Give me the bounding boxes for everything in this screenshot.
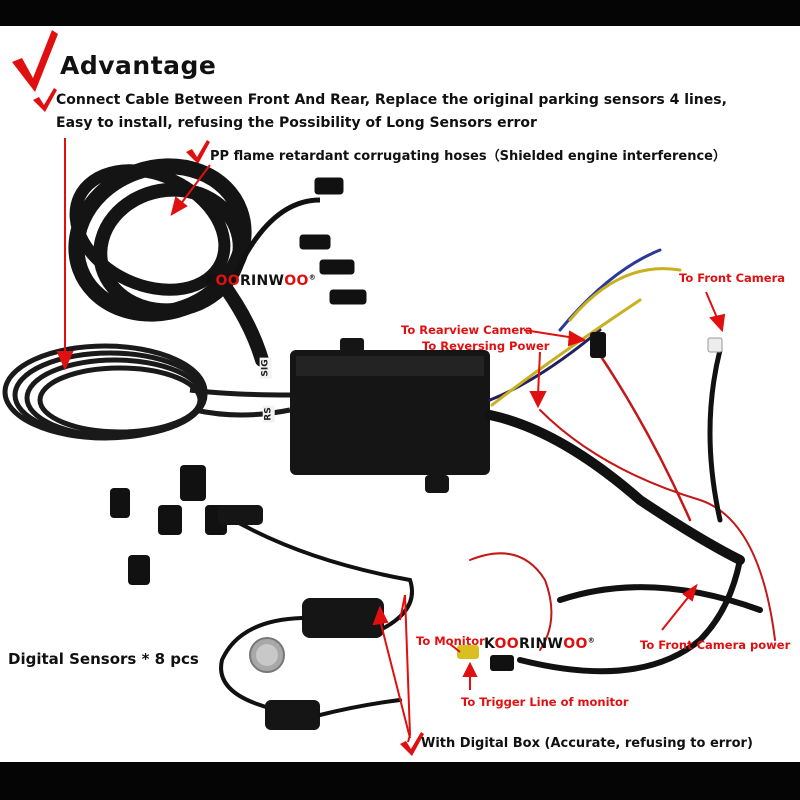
wiring-harness — [469, 248, 776, 675]
rearview-camera-plug — [590, 332, 606, 358]
coiled-sensor-cables — [2, 343, 291, 441]
top-black-bar — [0, 0, 800, 26]
callout-trigger-line: To Trigger Line of monitor — [461, 695, 629, 709]
check-icon — [400, 732, 424, 756]
callout-arrows — [56, 138, 726, 743]
control-box — [290, 338, 490, 493]
callout-rearview-camera: To Rearview Camera — [401, 323, 533, 337]
callout-front-camera-power: To Front Camera power — [640, 638, 791, 652]
cable-tag-sig: SIG — [259, 357, 272, 379]
advantage-line-1: Connect Cable Between Front And Rear, Re… — [56, 92, 727, 108]
coiled-hose — [68, 158, 269, 367]
brand-logo: KOORINWOO® — [484, 636, 596, 652]
bottom-black-bar — [0, 762, 800, 800]
cable-tag-rs: RS — [262, 405, 275, 423]
check-icon — [33, 88, 57, 112]
advantage-line-2: Easy to install, refusing the Possibilit… — [56, 115, 537, 131]
callout-monitor: To Monitor — [416, 634, 485, 648]
check-icon — [186, 140, 210, 164]
digital-box-label: With Digital Box (Accurate, refusing to … — [421, 736, 753, 751]
rca-plugs — [457, 645, 514, 671]
callout-reversing-power: To Reversing Power — [422, 339, 550, 353]
callout-front-camera: To Front Camera — [679, 271, 786, 285]
check-icon — [12, 30, 58, 92]
digital-sensors-label: Digital Sensors * 8 pcs — [8, 650, 199, 668]
sensor-plugs — [110, 465, 227, 585]
digital-box — [218, 505, 414, 730]
advantage-title: Advantage — [60, 51, 217, 80]
camera-connectors — [232, 177, 367, 305]
front-camera-plug — [707, 337, 723, 353]
brand-logo: KOORINWOO® — [205, 273, 317, 289]
hose-note: PP flame retardant corrugating hoses（Shi… — [210, 149, 726, 164]
